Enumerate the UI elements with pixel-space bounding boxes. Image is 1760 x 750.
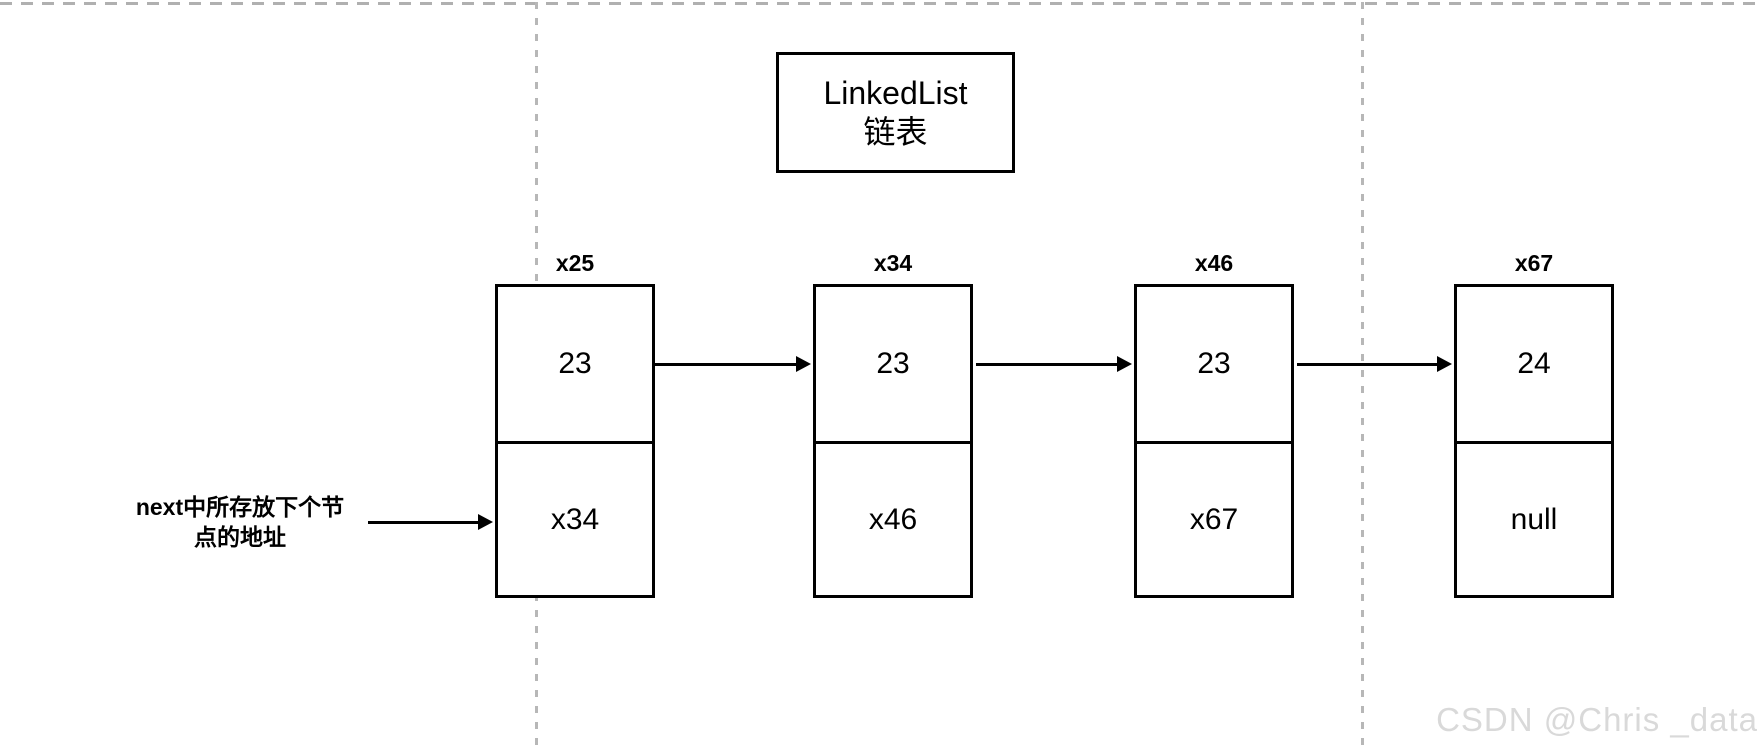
diagram-title-box: LinkedList 链表 [776, 52, 1015, 173]
node-next-cell: x34 [498, 441, 652, 595]
linkedlist-node-x46: x46 23 x67 [1134, 250, 1294, 598]
arrow-node3-to-node4 [1297, 363, 1439, 366]
arrow-node2-to-node3 [976, 363, 1119, 366]
node-box: 23 x46 [813, 284, 973, 598]
csdn-watermark: CSDN @Chris _data [1436, 701, 1758, 738]
next-pointer-annotation: next中所存放下个节 点的地址 [95, 492, 385, 552]
node-address-label: x67 [1514, 250, 1554, 276]
node-box: 23 x67 [1134, 284, 1294, 598]
node-value-cell: 23 [876, 347, 910, 380]
page-guide-horizontal-top [0, 2, 1760, 5]
node-box: 24 null [1454, 284, 1614, 598]
node-value-cell: 24 [1517, 347, 1551, 380]
node-address-label: x25 [555, 250, 595, 276]
node-value-cell: 23 [558, 347, 592, 380]
page-guide-vertical-right [1361, 2, 1364, 750]
arrowhead-annotation-to-node1-icon [478, 514, 493, 530]
arrowhead-node3-to-node4-icon [1437, 356, 1452, 372]
node-address-label: x34 [873, 250, 913, 276]
node-value-cell: 23 [1197, 347, 1231, 380]
node-next-cell: null [1457, 441, 1611, 595]
diagram-title-line1: LinkedList [823, 74, 968, 111]
diagram-title-line2: 链表 [863, 113, 928, 150]
node-next-cell: x46 [816, 441, 970, 595]
linkedlist-node-x34: x34 23 x46 [813, 250, 973, 598]
arrowhead-node2-to-node3-icon [1117, 356, 1132, 372]
node-next-cell: x67 [1137, 441, 1291, 595]
arrowhead-node1-to-node2-icon [796, 356, 811, 372]
annotation-line1: next中所存放下个节 [135, 494, 345, 520]
arrow-node1-to-node2 [655, 363, 798, 366]
linkedlist-node-x25: x25 23 x34 [495, 250, 655, 598]
annotation-line2: 点的地址 [194, 524, 286, 550]
node-address-label: x46 [1194, 250, 1234, 276]
arrow-annotation-to-node1 [368, 521, 480, 524]
linkedlist-node-x67: x67 24 null [1454, 250, 1614, 598]
node-box: 23 x34 [495, 284, 655, 598]
